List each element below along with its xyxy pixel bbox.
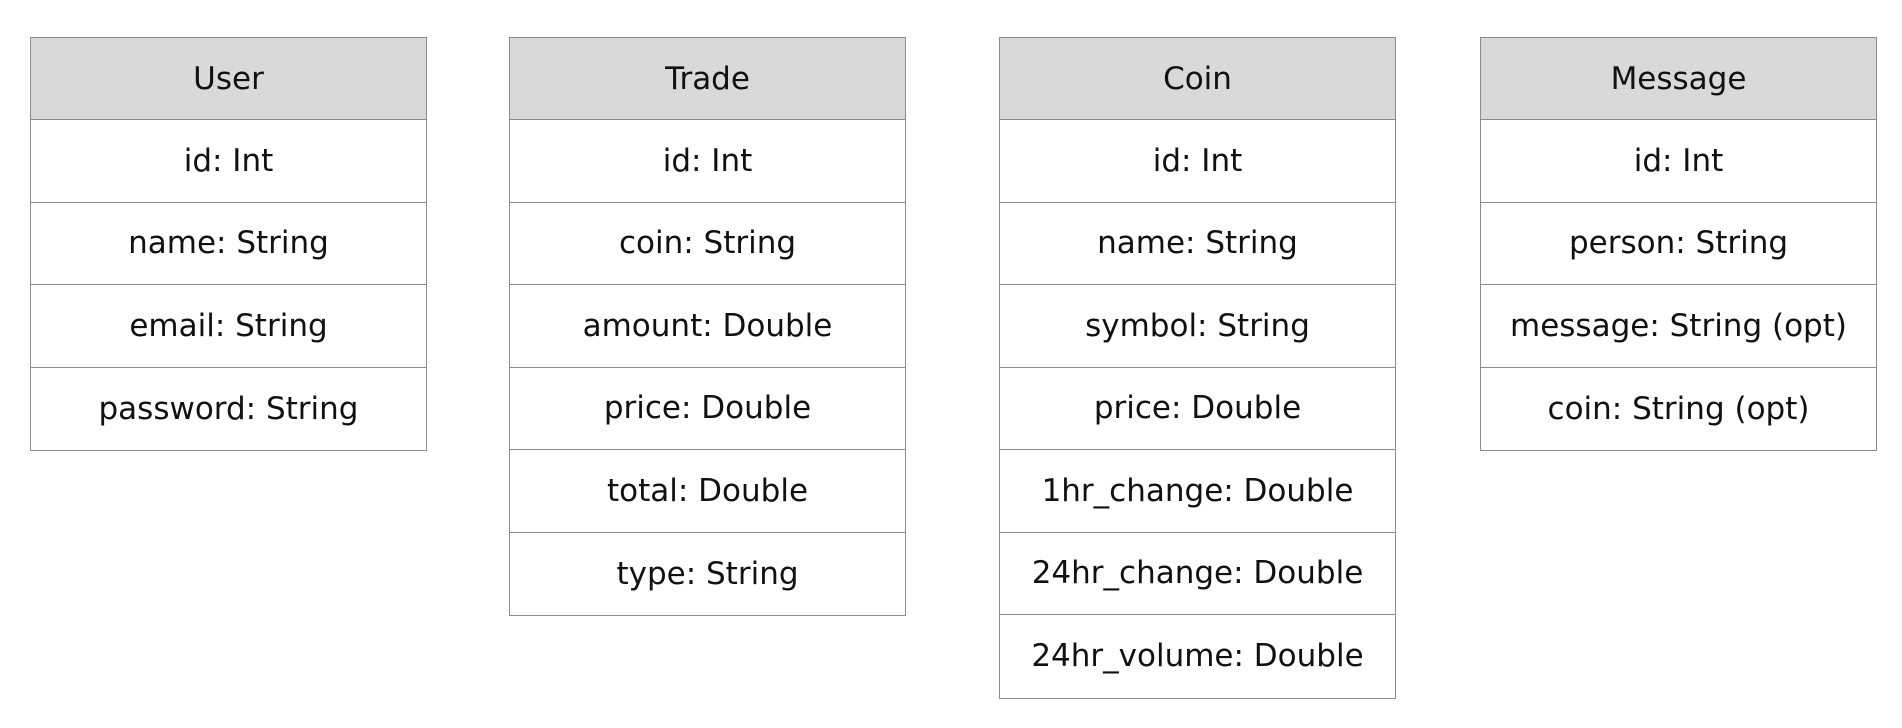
entity-field: id: Int xyxy=(510,120,905,203)
entity-field: email: String xyxy=(31,285,426,368)
entity-field: amount: Double xyxy=(510,285,905,368)
entity-trade: Trade id: Int coin: String amount: Doubl… xyxy=(509,37,906,616)
entity-user: User id: Int name: String email: String … xyxy=(30,37,427,451)
entity-field: person: String xyxy=(1481,203,1876,285)
entity-field: 24hr_change: Double xyxy=(1000,533,1395,615)
entity-field: total: Double xyxy=(510,450,905,533)
entity-field: price: Double xyxy=(1000,368,1395,450)
entity-field: coin: String (opt) xyxy=(1547,390,1810,427)
entity-header: Coin xyxy=(1000,38,1395,120)
entity-header: Trade xyxy=(510,38,905,120)
entity-field: type: String xyxy=(616,555,799,592)
entity-field: coin: String xyxy=(510,203,905,285)
entity-header: Message xyxy=(1481,38,1876,120)
entity-field: id: Int xyxy=(31,120,426,203)
entity-header: User xyxy=(31,38,426,120)
entity-field: id: Int xyxy=(1481,120,1876,203)
entity-field: name: String xyxy=(1000,203,1395,285)
entity-field: password: String xyxy=(98,390,359,427)
entity-field: name: String xyxy=(31,203,426,285)
entity-field: message: String (opt) xyxy=(1481,285,1876,368)
entity-field: 1hr_change: Double xyxy=(1000,450,1395,533)
entity-field: symbol: String xyxy=(1000,285,1395,368)
entity-field: price: Double xyxy=(510,368,905,450)
entity-message: Message id: Int person: String message: … xyxy=(1480,37,1877,451)
entity-field: id: Int xyxy=(1000,120,1395,203)
entity-coin: Coin id: Int name: String symbol: String… xyxy=(999,37,1396,699)
entity-field: 24hr_volume: Double xyxy=(1031,638,1364,675)
